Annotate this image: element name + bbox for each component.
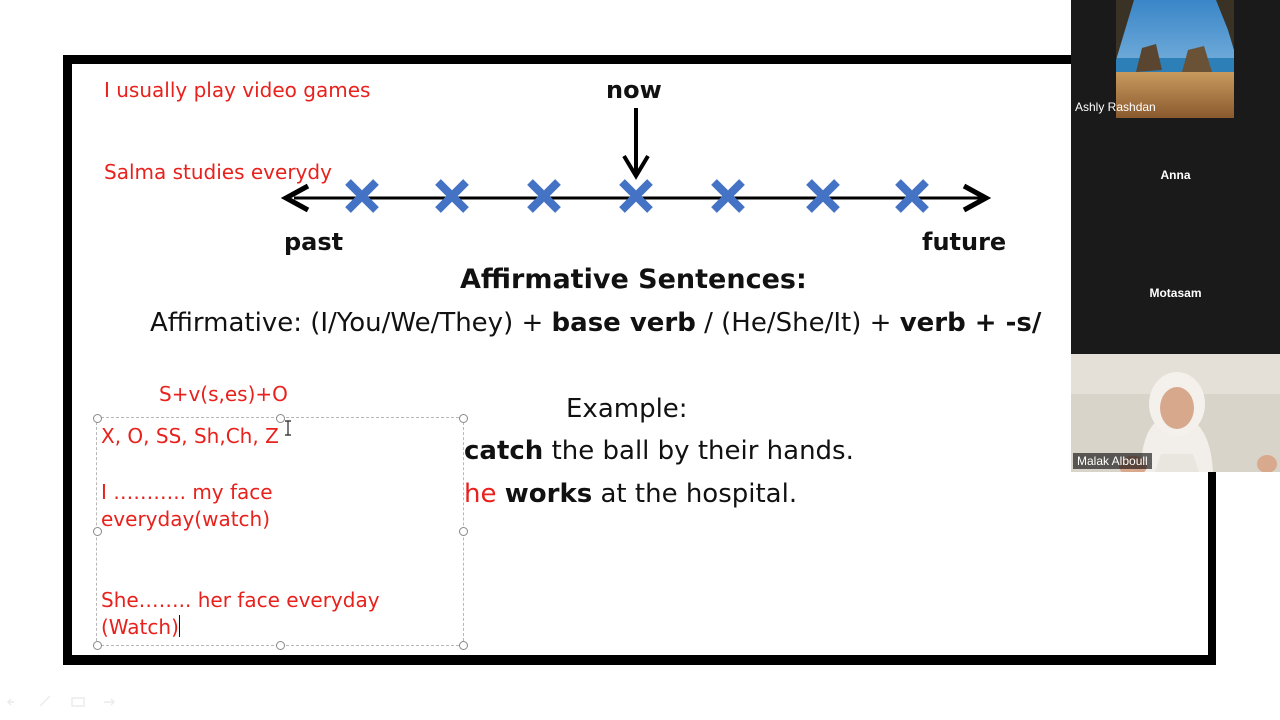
textbox-line-2b: everyday(watch) [101,507,271,531]
participant-name: Anna [1160,168,1191,182]
participant-name: Motasam [1149,286,1202,300]
resize-handle[interactable] [276,641,285,650]
textbox-line-1: X, O, SS, Sh,Ch, Z [101,424,279,448]
participant-tile[interactable]: Ashly Rashdan [1071,0,1280,118]
next-icon [104,698,116,706]
future-label: future [922,228,1007,256]
ibeam-cursor-icon [285,420,291,436]
participant-tile[interactable]: Anna [1071,118,1280,236]
beach-avatar-image [1116,0,1234,118]
slide-toolbar [6,695,116,707]
rule-annotation: S+v(s,es)+O [159,382,288,406]
textbox-line-3a: She…….. her face everyday [101,588,380,612]
timeline-marker [711,179,745,213]
participant-panel: Ashly Rashdan Anna Motasam Malak Alboull [1071,0,1280,472]
example-line-1: catch the ball by their hands. [464,436,854,466]
timeline-left-arrow [280,183,310,213]
previous-icon [6,698,14,706]
slide: I usually play video games Salma studies… [72,64,1208,655]
annotation-textbox[interactable]: X, O, SS, Sh,Ch, Z I ……….. my face every… [93,414,468,650]
now-arrow-head [622,154,650,180]
resize-handle[interactable] [459,414,468,423]
timeline-marker [527,179,561,213]
timeline [280,108,992,213]
formula-line: Affirmative: (I/You/We/They) + base verb… [150,308,1042,338]
timeline-marker [435,179,469,213]
text-cursor [178,615,180,637]
past-label: past [284,228,344,256]
resize-handle[interactable] [276,414,285,423]
resize-handle[interactable] [93,527,102,536]
resize-handle[interactable] [459,641,468,650]
now-label: now [606,76,662,104]
textbox-line-2a: I ……….. my face [101,480,273,504]
resize-handle[interactable] [459,527,468,536]
timeline-right-arrow [962,183,992,213]
textbox-line-3b: (Watch) [101,615,180,639]
pen-icon [39,695,51,707]
timeline-marker [345,179,379,213]
participant-video[interactable]: Malak Alboull [1071,354,1280,472]
participant-name: Ashly Rashdan [1075,100,1156,114]
timeline-marker [806,179,840,213]
resize-handle[interactable] [93,414,102,423]
example-title: Example: [566,394,688,424]
annotation-note-2: Salma studies everydy [104,160,332,184]
menu-icon [71,697,85,707]
timeline-marker [895,179,929,213]
annotation-note-1: I usually play video games [104,78,371,102]
slide-heading: Affirmative Sentences: [460,264,807,295]
participant-name: Malak Alboull [1073,453,1152,469]
resize-handle[interactable] [93,641,102,650]
timeline-marker [619,179,653,213]
presenter-video-frame [1071,354,1280,472]
example-line-2: he works at the hospital. [464,479,798,509]
participant-tile[interactable]: Motasam [1071,236,1280,354]
timeline-markers [345,179,929,213]
